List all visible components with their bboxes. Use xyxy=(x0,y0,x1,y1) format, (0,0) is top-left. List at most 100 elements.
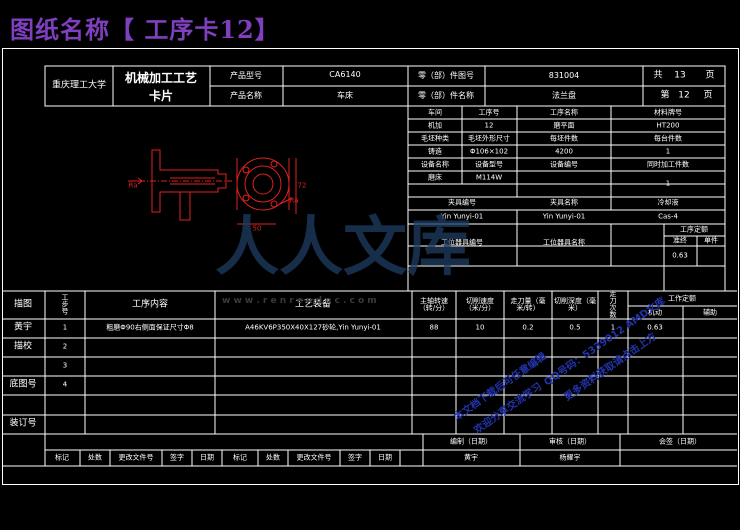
total-pages: 13 xyxy=(674,70,686,81)
simul: 1 xyxy=(665,179,671,188)
card-title: 机械加工工艺 xyxy=(124,71,198,85)
row2-no: 2 xyxy=(62,342,68,351)
bore-lines xyxy=(170,177,215,185)
material: HT200 xyxy=(656,121,680,130)
step-label: 工步号 xyxy=(61,293,69,316)
page-title: 图纸名称【 工序卡12】 xyxy=(10,14,280,44)
row1-machine: 0.63 xyxy=(647,323,663,332)
sheet-frame xyxy=(2,48,739,485)
watermark-logo: 人人文库 xyxy=(215,211,471,285)
speed-label: 主轴转速（转/分） xyxy=(418,297,450,312)
fixture-no-label: 夹具编号 xyxy=(448,198,476,207)
coolant: Cas-4 xyxy=(658,212,678,221)
row1-equipment: A46KV6P350X40X127砂轮,Yin Yunyi-01 xyxy=(245,323,381,332)
process-card-sheet: 重庆理工大学 机械加工工艺 卡片 产品型号 CA6140 产品名称 车床 零（部… xyxy=(0,46,740,530)
row1-no: 1 xyxy=(62,323,68,332)
time-label: 工作定额 xyxy=(668,294,696,303)
total-label: 共 xyxy=(653,70,663,81)
tool-no-label: 工位器具编号 xyxy=(441,238,483,247)
row1-feed: 0.2 xyxy=(522,323,534,332)
unit-label: 单件 xyxy=(704,236,718,245)
roughness-left: Ra xyxy=(128,181,138,190)
per-unit-label: 每台件数 xyxy=(654,134,682,143)
countersign-label: 会签（日期） xyxy=(659,437,701,446)
blank-type: 铸造 xyxy=(428,147,442,156)
op-no-label: 工序号 xyxy=(478,108,500,117)
machine-time-label: 机动 xyxy=(648,308,662,317)
time-quota-label: 工序定额 xyxy=(680,225,708,234)
date-label-1: 日期 xyxy=(200,453,214,462)
page-no: 12 xyxy=(678,90,690,101)
op-no: 12 xyxy=(484,121,494,130)
coolant-label: 冷却液 xyxy=(657,198,679,207)
row3-no: 3 xyxy=(62,361,68,370)
review-label: 审核（日期） xyxy=(549,437,591,446)
compiler: 黄宇 xyxy=(464,453,478,462)
product-name-label: 产品名称 xyxy=(230,91,262,100)
cut-speed-label: 切削速度（米/分） xyxy=(464,297,496,312)
part-name-label: 零（部）件名称 xyxy=(418,91,474,100)
material-label: 材料牌号 xyxy=(654,108,682,117)
part-no-label: 零（部）件图号 xyxy=(418,71,474,80)
reviewer: 杨耀宇 xyxy=(559,453,581,462)
row1-content: 粗磨Φ90右侧面保证尺寸Φ8 xyxy=(106,323,194,332)
page-unit: 页 xyxy=(703,90,713,101)
binding-label: 装订号 xyxy=(9,418,37,429)
part-drawing xyxy=(128,149,297,225)
equip-model: M114W xyxy=(475,173,503,182)
content-label: 工序内容 xyxy=(131,299,169,310)
equip-model-label: 设备型号 xyxy=(475,160,503,169)
fixture-name: Yin Yunyi-01 xyxy=(542,212,586,221)
blank-type-label: 毛坯种类 xyxy=(421,134,449,143)
boss-profile xyxy=(179,192,191,221)
equip-name-label: 设备名称 xyxy=(421,160,449,169)
simul-label: 同时加工件数 xyxy=(647,160,689,169)
prep-label: 准终 xyxy=(673,236,687,245)
equip-no-label: 设备编号 xyxy=(550,160,578,169)
total-unit: 页 xyxy=(705,70,715,81)
product-name: 车床 xyxy=(337,91,353,100)
time-value: 0.63 xyxy=(672,251,688,260)
designer: 黄宇 xyxy=(13,322,33,333)
row4-no: 4 xyxy=(62,380,68,389)
mark-label-1: 标记 xyxy=(55,453,69,462)
roughness-right: Ra xyxy=(289,196,299,205)
sign-label-2: 签字 xyxy=(348,453,362,462)
aux-time-label: 辅助 xyxy=(703,308,717,317)
dim-height: 72 xyxy=(297,181,307,190)
tool-name-label: 工位器具名称 xyxy=(543,238,585,247)
equip-name: 磨床 xyxy=(428,173,442,182)
card-title-line2: 卡片 xyxy=(148,89,174,103)
blank-count-label: 每坯件数 xyxy=(550,134,578,143)
blank-dim-label: 毛坯外形尺寸 xyxy=(468,134,510,143)
passes-label: 走刀次数 xyxy=(609,290,617,319)
compile-label: 编制（日期） xyxy=(450,437,492,446)
product-model-label: 产品型号 xyxy=(230,71,262,80)
workshop-label: 车间 xyxy=(428,108,442,117)
per-unit: 1 xyxy=(665,147,671,156)
drawing-label: 描图 xyxy=(13,299,33,310)
row1-cut-speed: 10 xyxy=(475,323,485,332)
depth-label: 切削深度（毫米） xyxy=(554,297,596,312)
blank-count: 4200 xyxy=(555,147,573,156)
change-doc-label-2: 更改文件号 xyxy=(296,453,332,462)
place-label-1: 处数 xyxy=(88,453,102,462)
sign-label-1: 签字 xyxy=(170,453,184,462)
date-label-2: 日期 xyxy=(378,453,392,462)
row1-depth: 0.5 xyxy=(569,323,581,332)
university-name: 重庆理工大学 xyxy=(51,80,107,91)
fixture-no: Yin Yunyi-01 xyxy=(440,212,484,221)
dim-width: 50 xyxy=(252,224,262,233)
table-grid xyxy=(2,65,737,467)
mark-label-2: 标记 xyxy=(233,453,247,462)
part-no: 831004 xyxy=(548,71,580,80)
blank-dim: Φ106×102 xyxy=(469,147,509,156)
product-model: CA6140 xyxy=(329,70,361,79)
workshop: 机加 xyxy=(428,121,442,130)
equipment-label: 工艺装备 xyxy=(294,299,332,310)
check-label: 描校 xyxy=(13,341,33,352)
fixture-name-label: 夹具名称 xyxy=(550,198,578,207)
row1-passes: 1 xyxy=(610,323,616,332)
watermark-url: w w w . r e n r e n d o c . c o m xyxy=(222,296,377,306)
change-doc-label-1: 更改文件号 xyxy=(118,453,154,462)
